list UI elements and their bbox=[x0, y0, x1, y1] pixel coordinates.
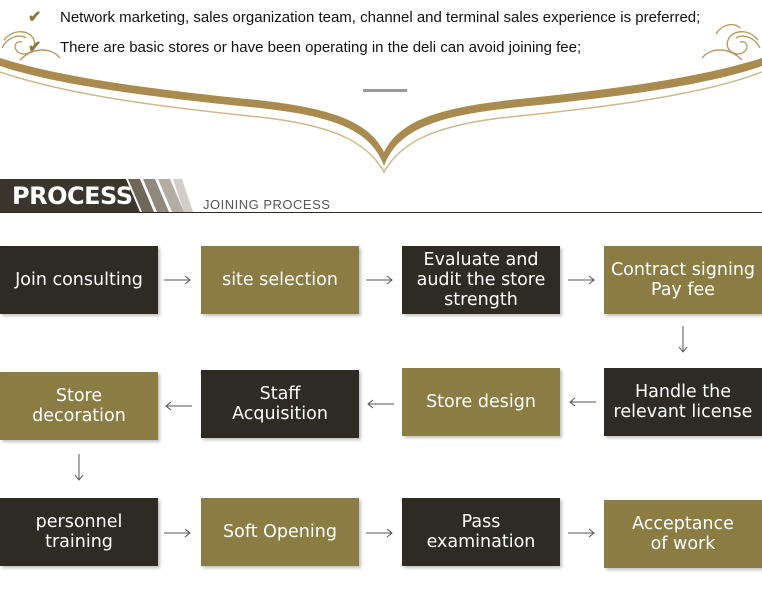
right-ornament bbox=[701, 23, 761, 61]
step-site-selection: site selection bbox=[201, 246, 359, 314]
arrow-right-icon bbox=[568, 275, 595, 285]
arrow-right-icon bbox=[164, 275, 191, 285]
step-store-design: Store design bbox=[402, 368, 560, 436]
decorative-banner bbox=[0, 23, 762, 174]
arrow-down-icon bbox=[74, 454, 84, 481]
step-label: site selection bbox=[222, 270, 338, 290]
process-subtitle: JOINING PROCESS bbox=[203, 197, 331, 212]
step-label: Soft Opening bbox=[223, 522, 337, 542]
step-pass-examination: Pass examination bbox=[402, 498, 560, 566]
step-label: Store decoration bbox=[32, 386, 126, 426]
step-acceptance-of-work: Acceptance of work bbox=[604, 500, 762, 568]
checkmark-icon: ✔ bbox=[28, 39, 42, 56]
requirement-text: Network marketing, sales organization te… bbox=[60, 9, 701, 26]
process-title: PROCESS bbox=[12, 182, 133, 210]
step-soft-opening: Soft Opening bbox=[201, 498, 359, 566]
step-label: Pass examination bbox=[426, 512, 536, 552]
requirement-text: There are basic stores or have been oper… bbox=[60, 39, 582, 56]
step-label: personnel training bbox=[35, 512, 123, 552]
arrow-left-icon bbox=[165, 401, 192, 411]
arrow-right-icon bbox=[568, 528, 595, 538]
banner-swoop-fill bbox=[0, 58, 762, 166]
requirement-item: ✔ There are basic stores or have been ope… bbox=[28, 37, 581, 57]
checkmark-icon: ✔ bbox=[28, 9, 42, 26]
step-personnel-training: personnel training bbox=[0, 498, 158, 566]
step-label: Staff Acquisition bbox=[232, 384, 328, 424]
step-contract-signing: Contract signing Pay fee bbox=[604, 246, 762, 314]
step-evaluate-audit: Evaluate and audit the store strength bbox=[402, 246, 560, 314]
arrow-right-icon bbox=[366, 528, 393, 538]
step-store-decoration: Store decoration bbox=[0, 372, 158, 440]
step-label: Handle the relevant license bbox=[613, 382, 753, 422]
process-header-bar bbox=[0, 179, 762, 213]
banner-swoop-line bbox=[0, 71, 762, 174]
step-staff-acquisition: Staff Acquisition bbox=[201, 370, 359, 438]
left-ornament bbox=[1, 31, 61, 61]
step-handle-license: Handle the relevant license bbox=[604, 368, 762, 436]
divider-dash bbox=[363, 89, 407, 92]
requirement-item: ✔ Network marketing, sales organization t… bbox=[28, 7, 700, 27]
step-join-consulting: Join consulting bbox=[0, 246, 158, 314]
arrow-right-icon bbox=[366, 275, 393, 285]
step-label: Acceptance of work bbox=[632, 514, 734, 554]
arrow-left-icon bbox=[569, 397, 596, 407]
step-label: Evaluate and audit the store strength bbox=[416, 250, 546, 310]
step-label: Contract signing Pay fee bbox=[610, 260, 756, 300]
arrow-down-icon bbox=[678, 326, 688, 353]
arrow-left-icon bbox=[367, 399, 394, 409]
step-label: Store design bbox=[426, 392, 536, 412]
step-label: Join consulting bbox=[15, 270, 143, 290]
arrow-right-icon bbox=[164, 528, 191, 538]
